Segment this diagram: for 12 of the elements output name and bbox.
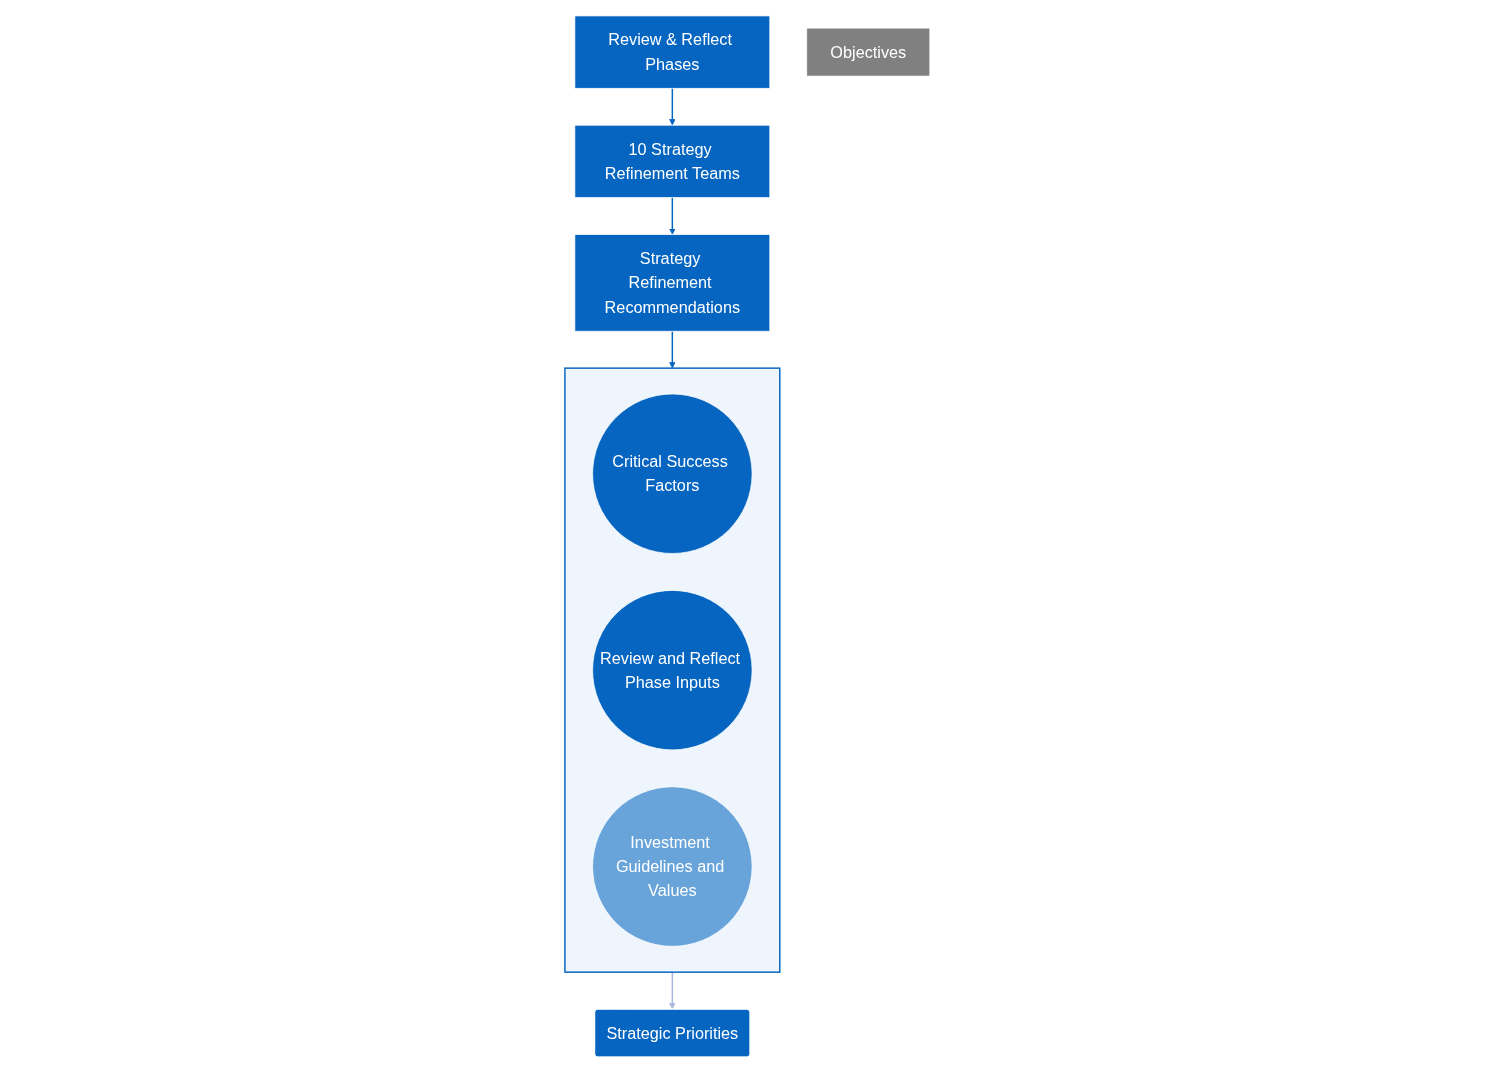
node-box: Strategy Refinement Recommendations [574, 234, 770, 332]
arrow [668, 971, 676, 1010]
arrow [668, 87, 676, 126]
arrow [668, 196, 676, 235]
cluster [563, 367, 781, 973]
node-box: 10 Strategy Refinement Teams [574, 124, 770, 198]
node-circle: Investment Guidelines and Values [591, 786, 753, 947]
arrow [668, 330, 676, 369]
node-box: Review & Reflect Phases [574, 15, 770, 89]
node-circle: Critical Success Factors [591, 393, 753, 554]
node-circle: Review and Reflect Phase Inputs [591, 590, 753, 751]
node-box: Objectives [806, 27, 930, 77]
